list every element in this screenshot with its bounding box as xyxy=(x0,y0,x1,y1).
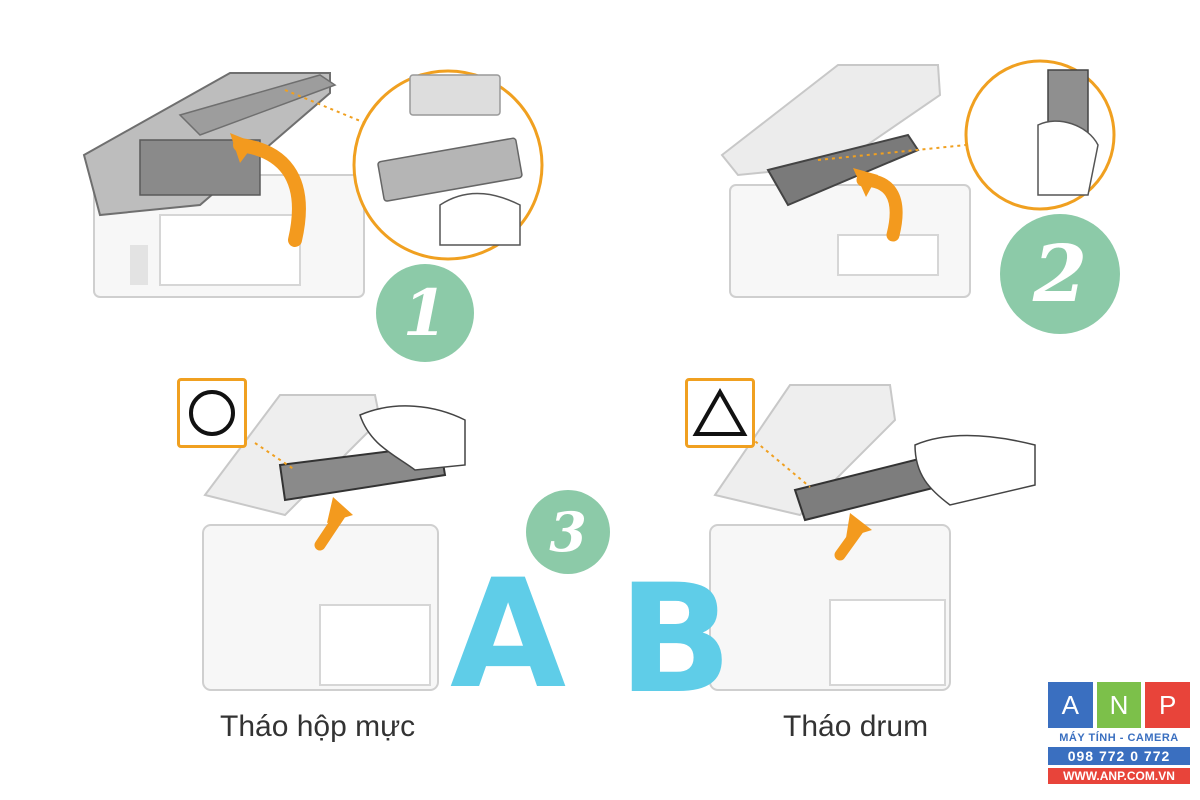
option-a-letter: A xyxy=(450,548,567,722)
logo-phone: 098 772 0 772 xyxy=(1048,747,1190,765)
option-b-symbol xyxy=(685,378,755,448)
option-b-caption: Tháo drum xyxy=(783,710,929,743)
option-a-illustration xyxy=(175,375,466,695)
option-a-symbol xyxy=(177,378,247,448)
logo-letter-n: N xyxy=(1096,682,1142,728)
step2-illustration xyxy=(718,55,1118,305)
triangle-icon xyxy=(692,387,748,436)
option-b-illustration xyxy=(690,375,1036,695)
step2-badge: 2 xyxy=(1000,214,1120,334)
logo-letters: A N P xyxy=(1048,682,1191,728)
logo-tagline: MÁY TÍNH - CAMERA xyxy=(1059,732,1179,744)
step1-illustration xyxy=(80,55,550,305)
logo-website: WWW.ANP.COM.VN xyxy=(1048,768,1190,784)
step1-badge: 1 xyxy=(376,264,474,362)
logo-letter-a: A xyxy=(1048,682,1093,728)
option-a-caption: Tháo hộp mực xyxy=(220,710,416,743)
option-b-letter: B xyxy=(618,553,733,727)
circle-icon xyxy=(189,390,235,436)
logo-letter-p: P xyxy=(1145,682,1191,728)
step3-badge: 3 xyxy=(526,490,610,574)
anp-logo: A N P MÁY TÍNH - CAMERA 098 772 0 772 WW… xyxy=(1048,682,1191,790)
